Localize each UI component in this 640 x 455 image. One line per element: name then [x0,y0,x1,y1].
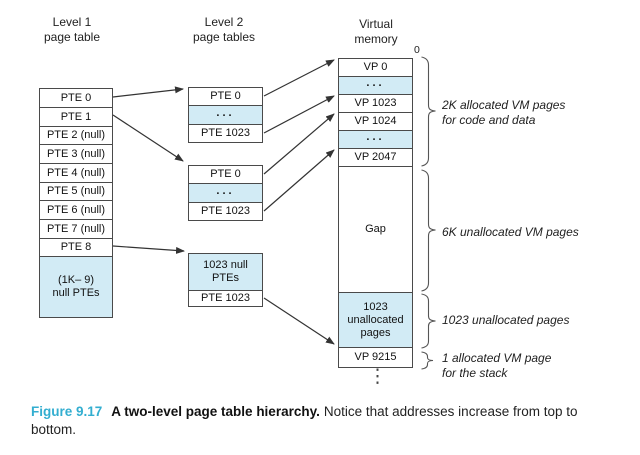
arrow-table2-to-vp2047 [263,149,335,212]
arrow-pte8-to-table3 [112,245,185,254]
l1-row-pte4: PTE 4 (null) [39,163,113,183]
l1-row-pte5: PTE 5 (null) [39,182,113,201]
virtual-memory-header: Virtual memory [354,17,398,46]
l2t2-row-ellipsis: ... [188,183,263,203]
arrow-pte0-to-table1 [112,86,184,98]
vm-row-ellipsis-1: ... [338,76,413,95]
l1-null-ptes-block: (1K– 9) null PTEs [39,256,113,318]
arrow-table1-to-vp1023 [263,95,335,134]
vm-unallocated-block: 1023 unallocated pages [338,292,413,348]
figure-number-label: Figure 9.17 [31,404,103,419]
l1-row-pte7: PTE 7 (null) [39,219,113,239]
grouping-braces [421,56,436,370]
l2t1-row-pte1023: PTE 1023 [188,124,263,143]
vm-continuation-ellipsis: ⋮ [368,365,387,387]
l1-row-pte0: PTE 0 [39,88,113,108]
l2t3-row-pte1023: PTE 1023 [188,290,263,307]
annotation-1023-unallocated: 1023 unallocated pages [442,313,570,327]
l1-row-pte6: PTE 6 (null) [39,200,113,220]
address-zero-label: 0 [414,44,420,56]
arrow-table3-to-vp9215 [263,297,335,345]
arrow-table2-to-vp1024 [263,113,335,175]
vm-row-vp0: VP 0 [338,58,413,77]
brace-code-data [421,56,436,167]
vm-row-vp1024: VP 1024 [338,112,413,131]
l1-row-pte8: PTE 8 [39,238,113,257]
vm-gap-block: Gap [338,166,413,293]
l2t1-row-pte0: PTE 0 [188,87,263,106]
annotation-6k-unallocated: 6K unallocated VM pages [442,225,579,239]
level2-header: Level 2 page tables [192,15,256,44]
vm-row-vp2047: VP 2047 [338,148,413,167]
arrow-pte1-to-table2 [112,114,184,162]
l2t2-row-pte1023: PTE 1023 [188,202,263,221]
brace-6k-unallocated [421,169,436,292]
annotation-stack: 1 allocated VM page for the stack [442,351,552,380]
arrow-table1-to-vp0 [263,59,335,97]
figure-title: A two-level page table hierarchy. [111,404,320,419]
l1-row-pte1: PTE 1 [39,107,113,127]
level1-header: Level 1 page table [43,15,101,44]
brace-1023-unallocated [421,293,436,349]
figure-caption-text: Notice that addresses increase from top … [31,404,578,437]
l1-row-pte3: PTE 3 (null) [39,144,113,164]
l2t2-row-pte0: PTE 0 [188,165,263,184]
l2t3-null-ptes-block: 1023 null PTEs [188,253,263,291]
vm-row-vp1023: VP 1023 [338,94,413,113]
brace-stack-page [421,351,434,370]
l1-row-pte2: PTE 2 (null) [39,126,113,145]
vm-row-vp9215: VP 9215 [338,347,413,368]
l2t1-row-ellipsis: ... [188,105,263,125]
figure-caption: Figure 9.17 A two-level page table hierar… [31,403,623,438]
vm-row-ellipsis-2: ... [338,130,413,149]
annotation-code-data: 2K allocated VM pages for code and data [442,98,566,127]
